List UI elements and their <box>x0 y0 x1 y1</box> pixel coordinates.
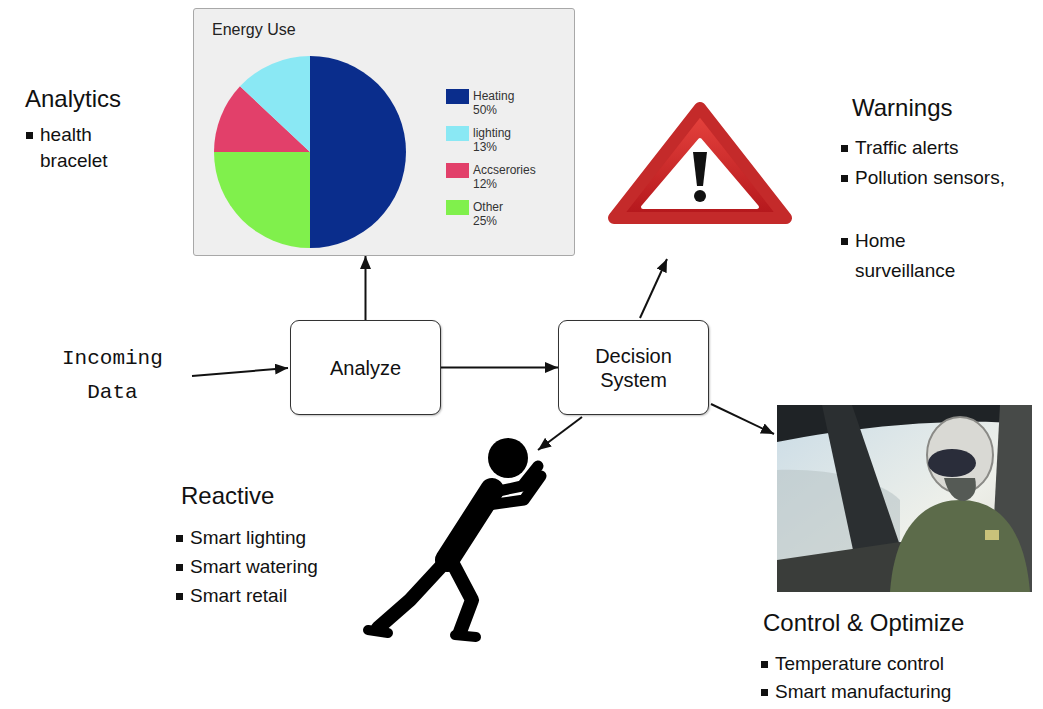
list-item: health bracelet <box>40 122 135 174</box>
legend-label: lighting 13% <box>473 126 511 154</box>
pie-slice <box>240 56 310 152</box>
list-item: Home surveillance <box>855 226 1005 286</box>
input-arrow <box>192 368 288 376</box>
flow-arrow <box>441 367 558 369</box>
figure-head <box>488 438 528 478</box>
figure-foot <box>455 635 476 637</box>
legend-item: Accserories 12% <box>446 163 536 191</box>
list-item: Smart watering <box>190 552 318 581</box>
suit-patch <box>985 530 999 540</box>
category-heading: Reactive <box>181 481 274 511</box>
box-label: Analyze <box>330 356 401 380</box>
legend-item: lighting 13% <box>446 126 511 154</box>
process-box: Analyze <box>290 320 441 415</box>
list-item: Smart lighting <box>190 523 306 552</box>
output-arrow <box>711 404 774 434</box>
legend-label: Other 25% <box>473 200 503 228</box>
exclamation-dot <box>694 190 706 202</box>
photo-sky <box>777 405 1032 592</box>
pie-slice <box>214 152 310 248</box>
warning-triangle <box>614 108 786 218</box>
list-item: Traffic alerts <box>855 133 1005 163</box>
output-arrow <box>640 259 667 318</box>
list-item: Smart retail <box>190 581 287 610</box>
box-label: Decision System <box>579 344 689 392</box>
pilot-photo <box>777 405 1032 592</box>
chart-panel: Energy UseHeating 50% lighting 13% Accsero… <box>193 8 575 256</box>
helmet-visor <box>928 449 976 477</box>
legend-item: Other 25% <box>446 200 503 228</box>
list-item: Smart manufacturing <box>775 679 951 705</box>
legend-label: Accserories 12% <box>473 163 536 191</box>
output-arrow <box>538 417 582 450</box>
process-box: Decision System <box>558 320 709 415</box>
category-heading: Warnings <box>852 93 952 123</box>
chart-title: Energy Use <box>212 21 296 39</box>
legend-swatch <box>446 200 469 215</box>
figure-leg <box>378 560 447 628</box>
category-heading: Analytics <box>25 84 121 114</box>
legend-label: Heating 50% <box>473 89 514 117</box>
flow-arrow <box>365 256 367 320</box>
figure-leg <box>452 562 472 632</box>
figure-foot <box>368 630 388 633</box>
warning-inner <box>643 140 757 207</box>
category-heading: Control & Optimize <box>763 608 964 638</box>
cockpit-frame <box>777 405 1032 442</box>
pie-slice <box>310 56 406 248</box>
warning-sign <box>614 108 786 218</box>
figure-arm <box>488 476 541 505</box>
legend-item: Heating 50% <box>446 89 514 117</box>
pushing-figure <box>368 438 541 637</box>
legend-swatch <box>446 126 469 141</box>
legend-swatch <box>446 89 469 104</box>
pilot-suit <box>890 500 1030 592</box>
list-item: Temperature control <box>775 651 944 677</box>
pilot-mask <box>944 478 976 501</box>
pie-chart <box>194 9 576 257</box>
list-item: Pollution sensors, <box>855 163 1005 193</box>
input-label: Incoming Data <box>62 342 163 410</box>
legend-swatch <box>446 163 469 178</box>
exclamation-bar <box>693 152 707 186</box>
